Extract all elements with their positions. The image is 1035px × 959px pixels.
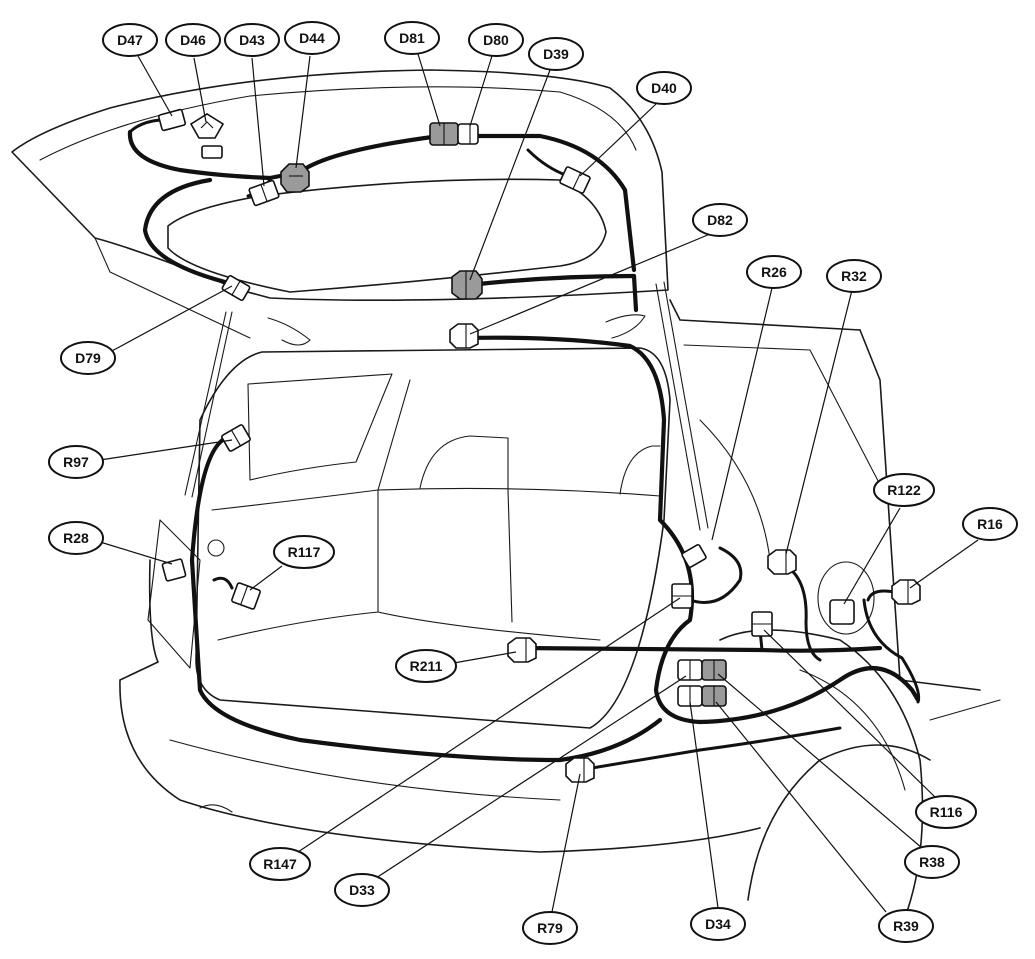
label-d39[interactable]: D39 [528, 37, 584, 71]
label-r97[interactable]: R97 [48, 445, 104, 479]
label-r122[interactable]: R122 [873, 473, 935, 507]
svg-text:D80: D80 [483, 32, 509, 48]
label-d34[interactable]: D34 [690, 907, 746, 941]
label-d43[interactable]: D43 [224, 23, 280, 57]
connector-r39 [701, 685, 727, 707]
label-d82[interactable]: D82 [692, 203, 748, 237]
svg-text:R39: R39 [893, 918, 919, 934]
label-r39[interactable]: R39 [878, 909, 934, 943]
label-r26[interactable]: R26 [746, 255, 802, 289]
svg-text:D81: D81 [399, 30, 425, 46]
svg-text:D40: D40 [651, 80, 677, 96]
connector-clip [681, 544, 707, 568]
leader-lines [99, 53, 979, 913]
connector-r122 [829, 599, 855, 625]
label-d40[interactable]: D40 [636, 71, 692, 105]
label-r38[interactable]: R38 [904, 845, 960, 879]
label-r116[interactable]: R116 [915, 795, 977, 829]
svg-text:R122: R122 [887, 482, 921, 498]
wire-harness [127, 118, 921, 772]
svg-text:D82: D82 [707, 212, 733, 228]
label-d47[interactable]: D47 [102, 23, 158, 57]
connector-d47 [157, 108, 187, 132]
svg-text:R28: R28 [63, 530, 89, 546]
connector-d80 [457, 123, 479, 145]
label-r117[interactable]: R117 [273, 535, 335, 569]
label-r32[interactable]: R32 [826, 259, 882, 293]
svg-text:D47: D47 [117, 32, 143, 48]
label-r16[interactable]: R16 [962, 507, 1018, 541]
connector-r147 [671, 583, 693, 609]
svg-text:R16: R16 [977, 516, 1003, 532]
svg-text:R79: R79 [537, 920, 563, 936]
label-r79[interactable]: R79 [522, 911, 578, 945]
label-d79[interactable]: D79 [60, 341, 116, 375]
label-r147[interactable]: R147 [249, 847, 311, 881]
svg-text:R38: R38 [919, 854, 945, 870]
label-r28[interactable]: R28 [48, 521, 104, 555]
connector-r79 [565, 757, 595, 783]
callout-labels: D47 D46 D43 D44 D81 D80 D39 D40 D82 D79 … [48, 21, 1018, 945]
connector-r97 [221, 424, 251, 452]
svg-text:R147: R147 [263, 856, 297, 872]
label-d44[interactable]: D44 [284, 21, 340, 55]
svg-text:D46: D46 [180, 32, 206, 48]
connector-r26 [767, 549, 797, 575]
connector-d82 [449, 323, 479, 349]
connector-d44 [280, 163, 310, 193]
connector-d40 [559, 166, 591, 194]
svg-text:R116: R116 [930, 804, 963, 820]
svg-text:R32: R32 [841, 268, 867, 284]
svg-text:D44: D44 [299, 30, 325, 46]
connectors [157, 108, 921, 783]
connector-d46 [189, 113, 225, 139]
connector-r28 [161, 558, 187, 582]
connector-d43 [248, 179, 280, 207]
label-d46[interactable]: D46 [165, 23, 221, 57]
svg-text:D43: D43 [239, 32, 265, 48]
connector-d39 [451, 270, 483, 300]
svg-text:D79: D79 [75, 350, 101, 366]
svg-text:R211: R211 [410, 658, 443, 674]
svg-text:R117: R117 [288, 544, 321, 560]
label-d80[interactable]: D80 [468, 23, 524, 57]
connector-r117 [231, 582, 261, 610]
connector-r211 [507, 637, 537, 663]
connector-r116 [751, 611, 773, 637]
svg-text:D39: D39 [543, 46, 569, 62]
connector-d33 [677, 659, 703, 681]
label-d33[interactable]: D33 [334, 873, 390, 907]
label-d81[interactable]: D81 [384, 21, 440, 55]
label-r211[interactable]: R211 [395, 649, 457, 683]
svg-text:D33: D33 [349, 882, 375, 898]
connector-d79 [221, 275, 251, 301]
svg-text:D34: D34 [705, 916, 731, 932]
svg-text:R26: R26 [761, 264, 787, 280]
svg-text:R97: R97 [63, 454, 89, 470]
connector-d81 [429, 122, 459, 146]
connector-d46-lower [201, 145, 223, 159]
